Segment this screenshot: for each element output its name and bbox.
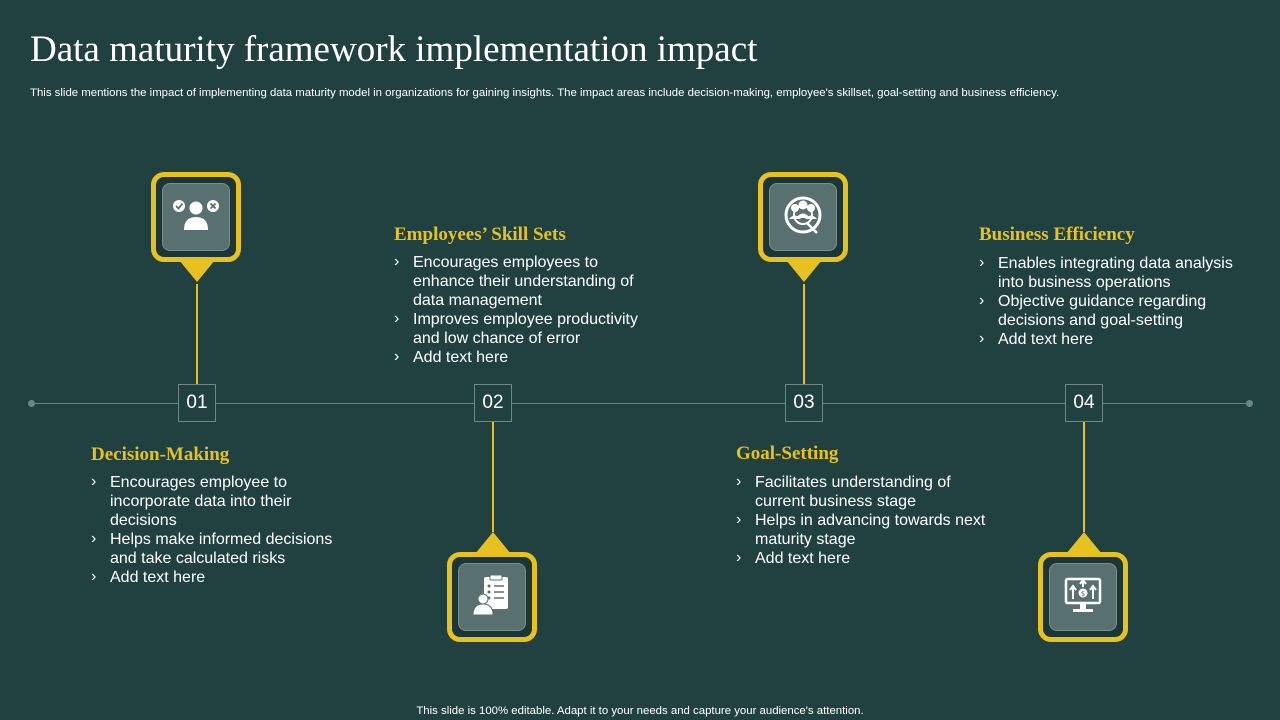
pin-03 [758,172,848,262]
team-target-icon [781,193,825,242]
slide-footer: This slide is 100% editable. Adapt it to… [416,705,864,717]
heading-employees-skill-sets: Employees’ Skill Sets [394,224,566,245]
slide-title: Data maturity framework implementation i… [30,29,758,70]
step-number-03: 03 [785,384,823,422]
heading-goal-setting: Goal-Setting [736,443,839,464]
heading-decision-making: Decision-Making [91,444,230,465]
pin-01 [151,172,241,262]
connector-01 [196,284,198,384]
employee-checklist-icon [470,573,514,622]
connector-03 [803,284,805,384]
bullet-item: Encourages employee to incorporate data … [91,472,300,530]
bullet-item: Improves employee productivity and low c… [394,309,653,348]
bullets-business-efficiency: Enables integrating data analysis into b… [979,253,1249,349]
slide-subtitle: This slide mentions the impact of implem… [30,87,1060,99]
bullet-item: Encourages employees to enhance their un… [394,252,653,310]
timeline-end-dot [1246,400,1253,407]
connector-02 [492,422,494,532]
people-approve-reject-icon [171,195,221,240]
timeline-start-dot [28,400,35,407]
connector-04 [1083,422,1085,532]
bullet-item: Add text here [736,548,996,568]
pin-04: $ [1038,552,1128,642]
pin-pointer-04 [1066,532,1102,554]
step-number-02: 02 [474,384,512,422]
bullet-item: Helps make informed decisions and take c… [91,529,350,568]
pin-pointer-02 [475,532,511,554]
pin-02 [447,552,537,642]
step-number-01: 01 [178,384,216,422]
heading-business-efficiency: Business Efficiency [979,224,1135,245]
bullet-item: Enables integrating data analysis into b… [979,253,1253,292]
svg-text:$: $ [1081,590,1085,598]
bullets-goal-setting: Facilitates understanding of current bus… [736,472,996,568]
step-number-04: 04 [1065,384,1103,422]
bullets-employees-skill-sets: Encourages employees to enhance their un… [394,252,654,367]
bullet-item: Facilitates understanding of current bus… [736,472,970,511]
pin-pointer-03 [786,260,822,282]
bullets-decision-making: Encourages employee to incorporate data … [91,472,351,587]
timeline-line [32,403,1250,404]
monitor-growth-dollar-icon: $ [1061,573,1105,622]
bullet-item: Objective guidance regarding decisions a… [979,291,1238,330]
bullet-item: Add text here [91,567,351,587]
bullet-item: Helps in advancing towards next maturity… [736,510,1005,549]
pin-pointer-01 [179,260,215,282]
bullet-item: Add text here [979,329,1249,349]
bullet-item: Add text here [394,347,654,367]
